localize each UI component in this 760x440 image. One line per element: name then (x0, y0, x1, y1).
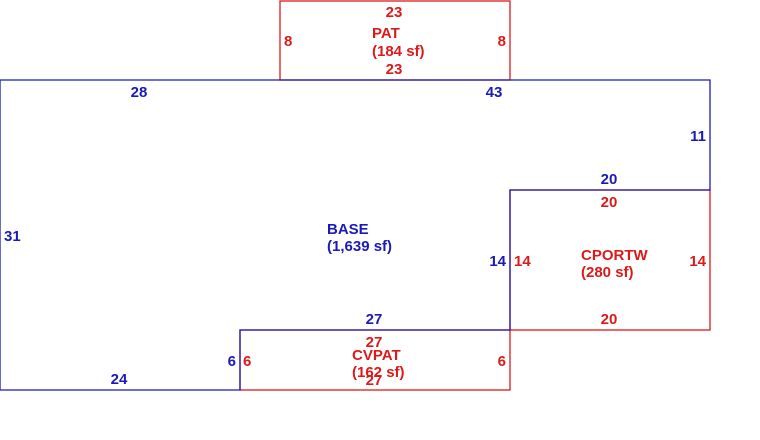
cvpat-top-dim: 27 (366, 334, 383, 351)
cvpat-right-dim: 6 (498, 353, 506, 370)
base-bottom-left-dim: 24 (111, 371, 128, 388)
cvpat-left-dim: 6 (243, 353, 251, 370)
base-area: 28 43 11 20 14 27 6 24 31 BASE (1,639 sf… (0, 79, 711, 391)
base-name: BASE (327, 221, 369, 238)
base-left-dim: 31 (4, 228, 21, 245)
cvpat-area-size: (162 sf) (352, 364, 405, 381)
base-notch-top-dim: 20 (601, 171, 618, 188)
pat-bottom-dim: 23 (386, 61, 403, 78)
pat-name: PAT (372, 25, 400, 42)
cportw-bottom-dim: 20 (601, 311, 618, 328)
pat-right-dim: 8 (498, 33, 506, 50)
cportw-left-dim: 14 (514, 253, 531, 270)
cportw-area-size: (280 sf) (581, 264, 634, 281)
cportw-area: 20 20 14 14 CPORTW (280 sf) (509, 189, 711, 331)
pat-top-dim: 23 (386, 4, 403, 21)
cportw-top-dim: 20 (601, 194, 618, 211)
base-top-left-dim: 28 (131, 84, 148, 101)
pat-area-size: (184 sf) (372, 43, 425, 60)
base-notch-left-dim: 14 (489, 253, 506, 270)
cportw-right-dim: 14 (689, 253, 706, 270)
base-area-size: (1,639 sf) (327, 238, 392, 255)
cvpat-name: CVPAT (352, 347, 401, 364)
pat-area: 23 23 8 8 PAT (184 sf) (279, 0, 511, 81)
pat-left-dim: 8 (284, 33, 292, 50)
cportw-name: CPORTW (581, 247, 649, 264)
base-bottom-step-dim: 6 (228, 353, 236, 370)
base-right-dim: 11 (690, 128, 706, 145)
base-outline (0, 79, 711, 391)
cvpat-bottom-dim: 27 (366, 372, 383, 389)
base-bottom-mid-dim: 27 (366, 311, 383, 328)
cvpat-area: 27 27 6 6 CVPAT (162 sf) (239, 329, 511, 391)
base-top-right-dim: 43 (486, 84, 503, 101)
